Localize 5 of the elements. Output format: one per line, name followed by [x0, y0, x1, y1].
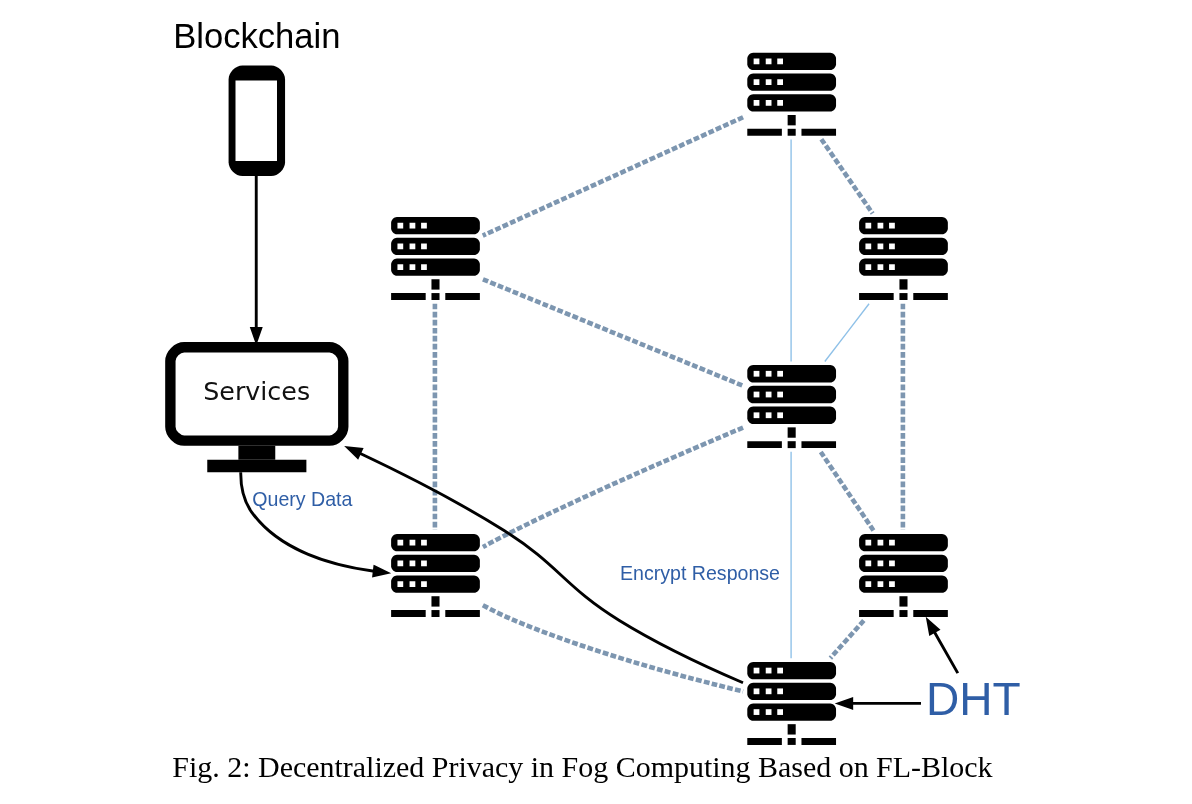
caption: Fig. 2: Decentralized Privacy in Fog Computing Based on FL-Block	[172, 749, 993, 783]
edge-label: Encrypt Response	[620, 562, 781, 585]
node-label: Blockchain	[173, 17, 341, 56]
node-text: DHT	[925, 672, 1021, 725]
edge-label: Query Data	[252, 487, 353, 510]
